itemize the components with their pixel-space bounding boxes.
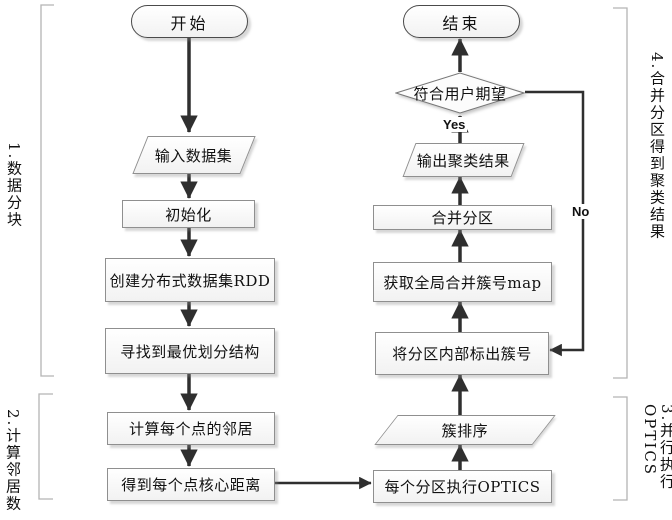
end-node: 结束 [403,5,520,38]
find-structure-node: 寻找到最优划分结构 [105,328,275,374]
cluster-sort-node: 簇排序 [374,415,556,445]
init-node: 初始化 [122,200,255,228]
create-rdd-node: 创建分布式数据集RDD [105,258,275,302]
stage1-bracket [40,4,54,377]
global-map-node: 获取全局合并簇号map [373,262,552,302]
stage4-label: 4.合并分区得到聚类结果 [648,52,666,241]
stage2-bracket [38,393,53,500]
merge-partitions-node: 合并分区 [373,205,552,230]
label-clusters-node: 将分区内部标出簇号 [375,332,549,375]
start-label: 开始 [170,13,209,33]
compute-neighbors-node: 计算每个点的邻居 [107,412,275,445]
stage1-label: 1.数据分块 [5,142,23,229]
compute-neighbors-label: 计算每个点的邻居 [128,420,253,438]
input-dataset-node: 输入数据集 [132,136,256,174]
core-distance-node: 得到每个点核心距离 [107,468,275,501]
decision-node: 符合用户期望 [395,72,525,114]
stage3-bracket [613,396,628,501]
global-map-label: 获取全局合并簇号map [383,273,542,292]
output-result-node: 输出聚类结果 [402,143,525,177]
end-label: 结束 [442,13,481,33]
create-rdd-label: 创建分布式数据集RDD [109,271,271,290]
label-clusters-label: 将分区内部标出簇号 [392,345,532,363]
stage3-label: 3.并行执行OPTICS [641,404,672,491]
edge-decision-no-loop [525,90,585,357]
output-result-label: 输出聚类结果 [416,151,510,170]
run-optics-node: 每个分区执行OPTICS [373,470,552,503]
core-distance-label: 得到每个点核心距离 [121,476,261,494]
start-node: 开始 [131,5,248,38]
yes-branch-label: Yes [441,117,468,132]
input-dataset-label: 输入数据集 [155,146,233,165]
init-label: 初始化 [165,205,212,224]
stage2-label: 2.计算邻居数 [4,409,22,513]
run-optics-label: 每个分区执行OPTICS [384,478,541,496]
cluster-sort-label: 簇排序 [441,421,489,440]
no-branch-label: No [570,204,592,219]
decision-diamond-shape [395,72,525,114]
find-structure-label: 寻找到最优划分结构 [120,342,260,361]
merge-partitions-label: 合并分区 [431,209,494,227]
decision-label: 符合用户期望 [413,84,507,103]
stage4-bracket [613,7,628,379]
